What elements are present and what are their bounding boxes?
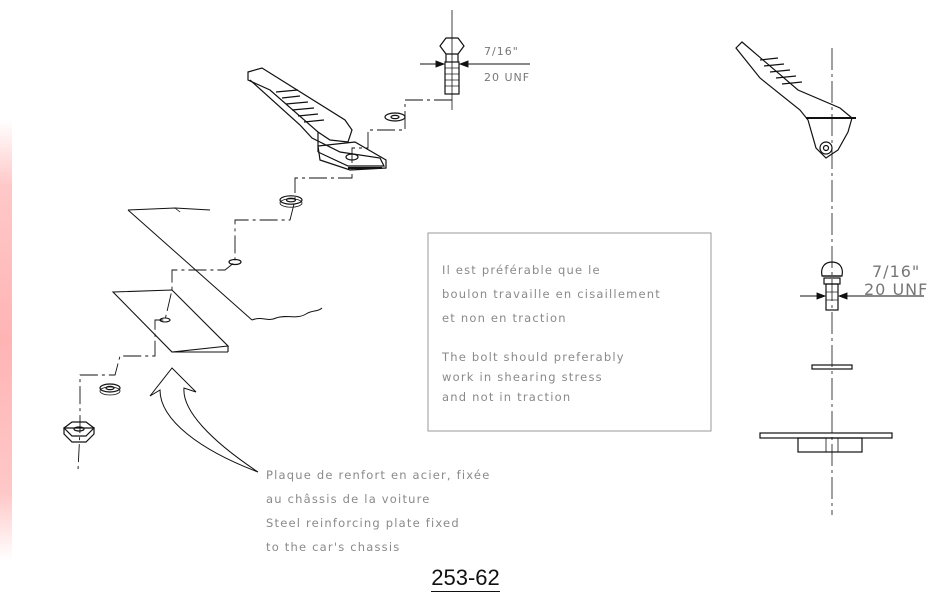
washer-3-icon [228,258,242,266]
note-french-line-3: et non en traction [442,311,567,325]
plate-caption-line-3: Steel reinforcing plate fixed [266,516,460,530]
side-plate-section [759,432,893,453]
plate-caption-line-2: au châssis de la voiture [266,492,431,506]
upper-thread-label: 20 UNF [484,71,531,84]
curved-pointer-arrow [149,367,259,473]
note-box-frame [427,232,712,432]
upper-bolt-icon [439,10,465,110]
figure-number: 253-62 [431,565,500,592]
washer-1-icon [384,112,406,122]
lower-nut-icon [63,421,95,443]
washer-2-icon [279,195,303,208]
plate-caption-line-4: to the car's chassis [266,540,401,554]
chassis-sheet-outline [127,207,323,321]
bracket-perspective-icon [247,67,387,171]
figure-number-wrap: 253-62 [0,565,931,592]
side-diameter-label: 7/16" [872,262,921,281]
side-washer-icon [811,364,853,370]
note-english-line-2: work in shearing stress [442,370,603,384]
note-english-line-1: The bolt should preferably [442,350,625,364]
note-english-line-3: and not in traction [442,390,572,404]
note-french-line-1: Il est préférable que le [442,263,601,277]
washer-4-icon [99,383,121,396]
left-edge-color-strip [0,120,12,560]
upper-dimension-arrows [420,60,530,68]
bracket-side-view-icon [735,41,856,159]
reinforcing-plate-outline [111,289,230,353]
side-dimension-arrows [800,292,924,300]
upper-diameter-label: 7/16" [484,45,519,58]
plate-caption-line-1: Plaque de renfort en acier, fixée [266,468,491,482]
side-bolt-icon [821,261,843,311]
assembly-axis-line [77,99,452,471]
note-french-line-2: boulon travaille en cisaillement [442,287,661,301]
side-thread-label: 20 UNF [864,280,929,299]
